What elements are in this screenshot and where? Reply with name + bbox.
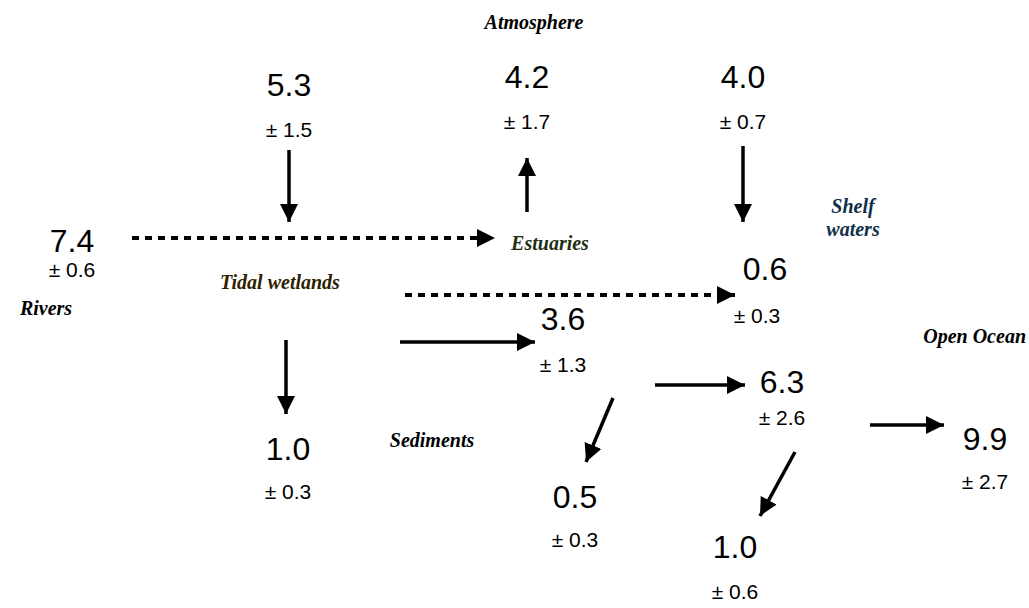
flux-uncertainty: ± 0.7	[720, 110, 767, 133]
flux-uncertainty: ± 1.5	[266, 118, 313, 141]
export-arrow	[870, 423, 944, 427]
input-arrow	[287, 150, 291, 222]
flow-connector	[405, 293, 735, 297]
place-name: Rivers	[20, 297, 72, 320]
flux-value: 6.3	[760, 365, 804, 400]
grass-icon	[332, 200, 368, 204]
burial-arrow	[284, 340, 288, 414]
region-shape	[690, 182, 920, 545]
region-box: Tidal wetlands	[160, 182, 430, 358]
burial-arrow	[760, 452, 795, 516]
flux-value: 0.6	[743, 252, 787, 287]
region-shape	[160, 182, 430, 358]
river-arrow	[132, 236, 495, 240]
flux-uncertainty: ± 0.6	[49, 258, 96, 281]
place-name: Open Ocean	[916, 325, 1026, 348]
flux-uncertainty: ± 2.7	[962, 470, 1009, 493]
flux-value: 1.0	[713, 530, 757, 565]
region-outline	[160, 182, 430, 358]
grass-icon	[319, 176, 381, 204]
flux-uncertainty: ± 0.3	[734, 304, 781, 327]
region-name: Shelf waters	[803, 195, 903, 241]
grass-icon	[184, 176, 246, 204]
flow-connector	[655, 383, 745, 387]
place-name: Sediments	[390, 429, 474, 452]
flux-uncertainty: ± 1.3	[540, 353, 587, 376]
flux-uncertainty: ± 0.6	[712, 580, 759, 603]
region-outline	[440, 182, 680, 430]
flow-connector	[400, 340, 535, 344]
grass-icon	[197, 200, 233, 204]
flux-value: 5.3	[267, 68, 311, 103]
flux-uncertainty: ± 1.7	[504, 110, 551, 133]
flux-value: 7.4	[50, 224, 94, 259]
flux-uncertainty: ± 0.3	[265, 480, 312, 503]
flux-value: 3.6	[541, 302, 585, 337]
region-box: Shelf waters	[690, 182, 920, 545]
place-name: Atmosphere	[485, 11, 584, 34]
flux-uncertainty: ± 0.3	[552, 528, 599, 551]
output-arrow	[525, 158, 529, 212]
region-name: Estuaries	[511, 232, 589, 255]
flux-value: 1.0	[266, 432, 310, 467]
flux-value: 4.0	[721, 60, 765, 95]
flux-value: 9.9	[963, 422, 1007, 457]
region-name: Tidal wetlands	[220, 271, 340, 294]
flux-value: 0.5	[553, 480, 597, 515]
input-arrow	[741, 146, 745, 222]
region-outline	[690, 182, 920, 545]
burial-arrow	[586, 398, 613, 462]
flux-value: 4.2	[505, 60, 549, 95]
flux-uncertainty: ± 2.6	[759, 406, 806, 429]
